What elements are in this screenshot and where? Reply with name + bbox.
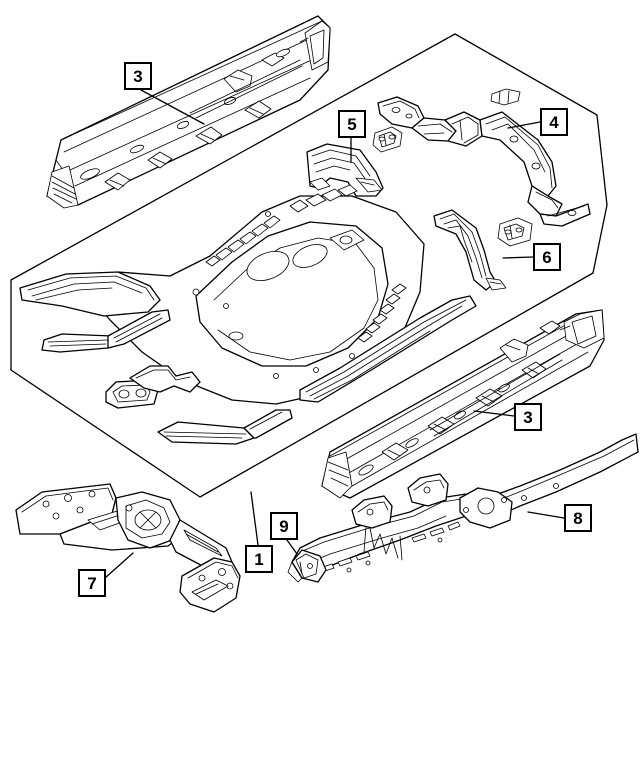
callout-8-label: 8 bbox=[573, 508, 583, 528]
part-7-transmission-crossmember bbox=[15, 483, 241, 613]
callout-3-top[interactable]: 3 bbox=[124, 62, 152, 90]
part-4-rear-floor-crossmember bbox=[377, 88, 591, 227]
callout-6[interactable]: 6 bbox=[533, 243, 561, 271]
callout-5-label: 5 bbox=[347, 114, 357, 134]
leader-8 bbox=[527, 511, 565, 519]
callout-9-label: 9 bbox=[279, 516, 289, 536]
callout-1-label: 1 bbox=[254, 549, 264, 569]
leader-7 bbox=[104, 552, 134, 579]
leader-1 bbox=[250, 491, 259, 546]
part-5-front-floor-side-member bbox=[306, 143, 384, 197]
callout-4[interactable]: 4 bbox=[540, 108, 568, 136]
leader-4 bbox=[507, 121, 541, 129]
leader-3-top bbox=[140, 89, 205, 125]
part-6-floor-reinforcement-bracket bbox=[433, 209, 507, 291]
callout-3-bottom[interactable]: 3 bbox=[514, 403, 542, 431]
callout-8[interactable]: 8 bbox=[564, 504, 592, 532]
callout-3-top-label: 3 bbox=[133, 66, 143, 86]
leader-6 bbox=[502, 256, 534, 259]
callout-1[interactable]: 1 bbox=[245, 545, 273, 573]
part-clip-right bbox=[497, 217, 533, 247]
callout-9[interactable]: 9 bbox=[270, 512, 298, 540]
part-8-frame-rail bbox=[287, 433, 639, 583]
callout-5[interactable]: 5 bbox=[338, 110, 366, 138]
callout-4-label: 4 bbox=[549, 112, 559, 132]
part-9-frame-rail-extension bbox=[287, 549, 327, 583]
callout-6-label: 6 bbox=[542, 247, 552, 267]
callout-7[interactable]: 7 bbox=[78, 569, 106, 597]
part-3-sill-reinforcement-upper bbox=[46, 15, 331, 209]
callout-3-bottom-label: 3 bbox=[523, 407, 533, 427]
part-1-floor-pan-assembly bbox=[19, 184, 477, 445]
callout-7-label: 7 bbox=[87, 573, 97, 593]
leader-9 bbox=[286, 539, 298, 555]
part-clip-upper-left bbox=[372, 126, 403, 153]
leader-3-bottom bbox=[473, 410, 515, 417]
part-3-sill-reinforcement-lower bbox=[321, 309, 605, 499]
callout-leader-lines bbox=[104, 89, 565, 579]
